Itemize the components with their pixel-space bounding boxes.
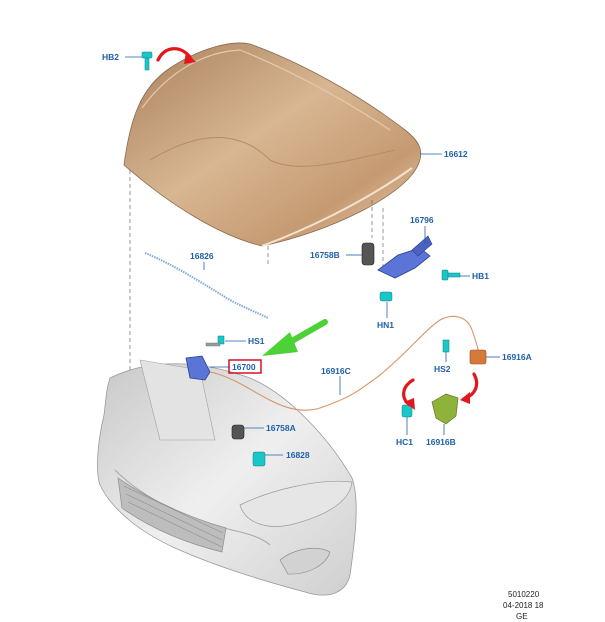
label-hs2: HS2: [434, 364, 451, 374]
clip-16828: [252, 451, 266, 467]
label-release-handle: 16916A: [502, 352, 532, 362]
label-bumper-stop-b: 16758B: [310, 250, 340, 260]
label-seal: 16826: [190, 251, 214, 261]
fasteners: [141, 51, 461, 467]
label-cable: 16916C: [321, 366, 351, 376]
label-hc1: HC1: [396, 437, 413, 447]
handle-bracket: [431, 393, 459, 425]
screw-hs1: [205, 335, 225, 347]
curved-arrow-icon: [156, 47, 479, 410]
release-handle: [469, 349, 487, 365]
latch-label-highlight: [228, 359, 262, 374]
clip-hc1: [401, 404, 413, 418]
hood-panel: [123, 42, 422, 247]
leader-lines: [125, 56, 500, 456]
footer-code: 5010220: [508, 590, 540, 599]
bumper-stop-b: [361, 242, 375, 266]
hood-latch: [185, 355, 211, 381]
bolt-hb1: [441, 269, 461, 281]
pointer-arrow-icon: [262, 319, 328, 356]
diagram-footer: 5010220 04-2018 18 GE: [503, 590, 544, 621]
label-hb2: HB2: [102, 52, 119, 62]
part-labels: HB2 16612 16796 16758B HB1 HN1 16826 HS1…: [102, 52, 532, 460]
hood-seal-strip: [144, 252, 269, 319]
footer-region: GE: [516, 612, 528, 621]
label-hb1: HB1: [472, 271, 489, 281]
hood-hinge-bracket: [377, 235, 433, 279]
label-hinge-bracket: 16796: [410, 215, 434, 225]
nut-hn1: [379, 291, 393, 302]
label-clip: 16828: [286, 450, 310, 460]
label-hn1: HN1: [377, 320, 394, 330]
bolt-hb2: [141, 51, 153, 71]
label-hs1: HS1: [248, 336, 265, 346]
release-cable: [209, 315, 480, 411]
front-bumper: [97, 359, 357, 596]
bumper-stop-a: [231, 424, 245, 440]
label-latch: 16700: [232, 362, 256, 372]
screw-hs2: [442, 339, 450, 353]
label-hood: 16612: [444, 149, 468, 159]
label-handle-bracket: 16916B: [426, 437, 456, 447]
label-bumper-stop-a: 16758A: [266, 423, 296, 433]
footer-date: 04-2018 18: [503, 601, 544, 610]
